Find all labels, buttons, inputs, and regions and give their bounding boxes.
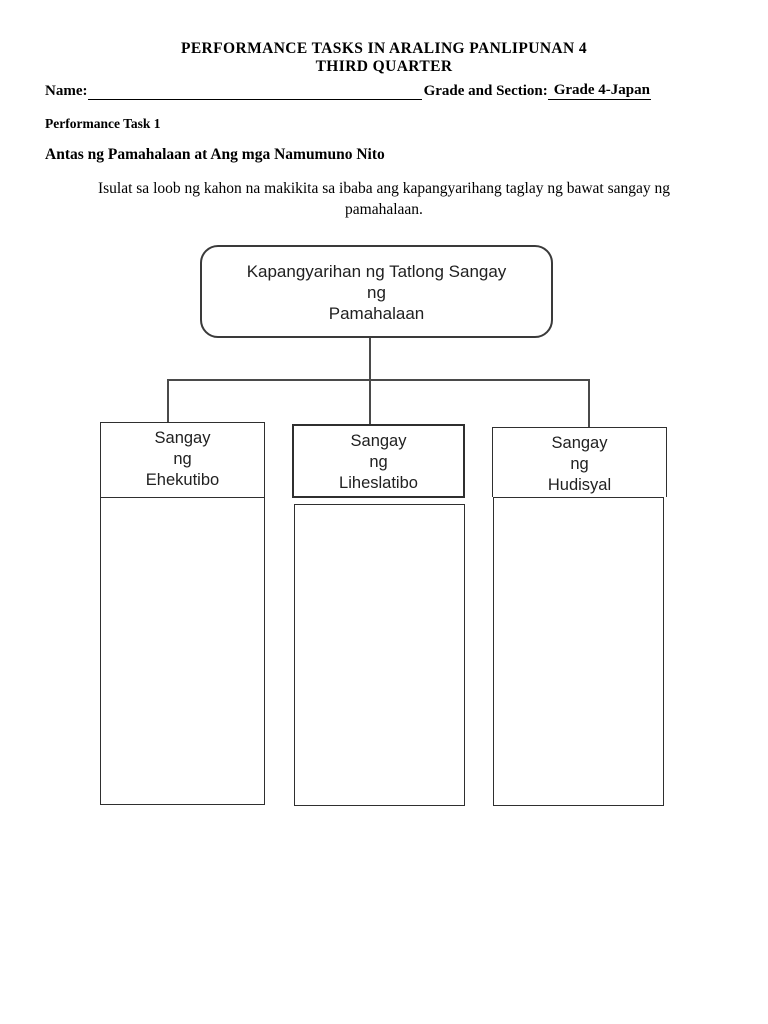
name-label: Name: [45,83,88,99]
branch-liheslatibo-line-1: Sangay [350,432,407,450]
name-blank-line [88,83,422,100]
root-box-line-2: ng [367,283,386,302]
root-box-line-1: Kapangyarihan ng Tatlong Sangay [246,262,507,281]
connector-left-vertical [167,379,169,423]
answer-box-liheslatibo [294,504,465,806]
section-heading: Antas ng Pamahalaan at Ang mga Namumuno … [45,146,385,163]
instruction-text: Isulat sa loob ng kahon na makikita sa i… [0,179,768,220]
answer-box-ehekutibo [100,497,265,805]
branch-hudisyal-line-3: Hudisyal [547,476,612,494]
instruction-line-1: Isulat sa loob ng kahon na makikita sa i… [97,180,671,197]
branch-liheslatibo-line-2: ng [369,453,388,471]
branch-hudisyal-line-2: ng [570,455,589,473]
instruction-line-2: pamahalaan. [345,200,423,218]
branch-header-ehekutibo: Sangay ng Ehekutibo [100,422,265,497]
grade-section-label: Grade and Section: [423,83,548,99]
branch-header-liheslatibo: Sangay ng Liheslatibo [292,424,465,498]
branch-liheslatibo-line-3: Liheslatibo [339,474,418,492]
name-grade-row: Name: Grade and Section: Grade 4-Japan [45,82,651,100]
branch-ehekutibo-line-2: ng [173,450,192,468]
root-box-line-3: Pamahalaan [328,304,425,323]
root-box: Kapangyarihan ng Tatlong Sangay ng Pamah… [200,245,553,338]
document-title-line1: PERFORMANCE TASKS IN ARALING PANLIPUNAN … [180,40,588,57]
branch-ehekutibo-line-1: Sangay [154,429,211,447]
connector-root-vertical [369,338,371,426]
answer-box-hudisyal [493,497,664,806]
performance-task-label: Performance Task 1 [45,116,161,131]
branch-ehekutibo-line-3: Ehekutibo [145,471,220,489]
branch-hudisyal-line-1: Sangay [551,434,608,452]
connector-right-vertical [588,379,590,428]
grade-section-value: Grade 4-Japan [547,82,651,100]
branch-header-hudisyal: Sangay ng Hudisyal [492,427,667,497]
connector-horizontal [167,379,590,381]
document-title-line2: THIRD QUARTER [315,58,453,75]
